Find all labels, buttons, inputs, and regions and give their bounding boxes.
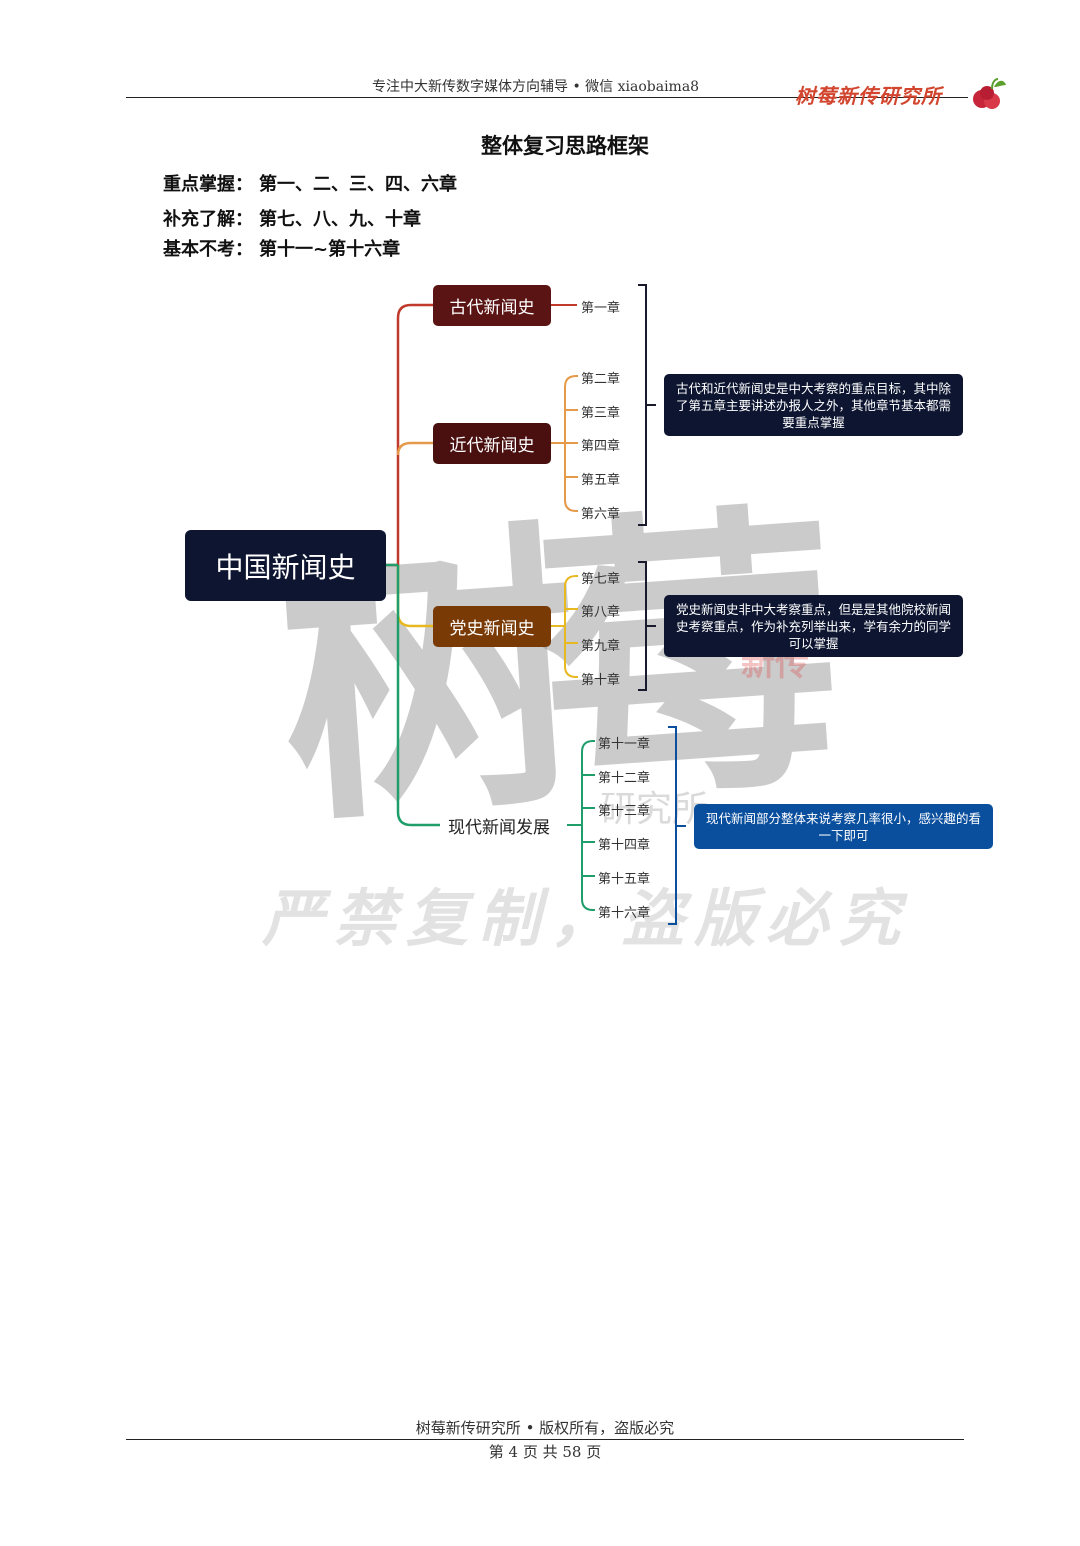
connector-contemporary [396, 565, 440, 827]
plan-value: 第一、二、三、四、六章 [259, 174, 457, 195]
chapter-leaf: 第十章 [581, 673, 621, 688]
chapter-leaf: 第二章 [581, 372, 621, 387]
chapter-leaf: 第九章 [581, 639, 621, 654]
leaf-connector [564, 375, 578, 512]
watermark-subtitle: 研究所 [600, 789, 709, 830]
chapter-leaf: 第十一章 [598, 737, 651, 752]
chapter-leaf: 第十二章 [598, 771, 651, 786]
page-footer: 树莓新传研究所 • 版权所有，盗版必究 [415, 1419, 675, 1437]
note-party-history: 党史新闻史非中大考察重点，但是是其他院校新闻史考察重点，作为补充列举出来，学有余… [664, 595, 963, 657]
page-header: 专注中大新传数字媒体方向辅导 • 微信 xiaobaima8 [372, 79, 700, 95]
chapter-leaf: 第五章 [581, 473, 621, 488]
chapter-leaf: 第十五章 [598, 872, 651, 887]
plan-key: 补充了解： [163, 209, 253, 230]
plan-value: 第十一~第十六章 [259, 239, 401, 260]
chapter-leaf: 第一章 [581, 301, 621, 316]
plan-key: 基本不考： [163, 239, 253, 260]
chapter-leaf: 第六章 [581, 507, 621, 522]
branch-party-history: 党史新闻史 [433, 606, 551, 647]
plan-value: 第七、八、九、十章 [259, 209, 421, 230]
plan-line-key: 重点掌握： 第一、二、三、四、六章 [163, 170, 457, 196]
bracket-contemporary [668, 726, 686, 925]
chapter-leaf: 第八章 [581, 605, 621, 620]
chapter-leaf: 第十六章 [598, 906, 651, 921]
branch-ancient-history: 古代新闻史 [433, 285, 551, 326]
leaf-connector [581, 740, 595, 911]
plan-line-supplement: 补充了解： 第七、八、九、十章 [163, 205, 421, 231]
chapter-leaf: 第十三章 [598, 804, 651, 819]
chapter-leaf: 第七章 [581, 572, 621, 587]
raspberry-icon [973, 78, 1006, 109]
footer-divider [126, 1439, 964, 1440]
brand-logo-text: 树莓新传研究所 [795, 84, 942, 108]
plan-line-skip: 基本不考： 第十一~第十六章 [163, 235, 400, 261]
note-ancient-modern: 古代和近代新闻史是中大考察的重点目标，其中除了第五章主要讲述办报人之外，其他章节… [664, 374, 963, 436]
connector-ancient [386, 303, 433, 567]
plan-key: 重点掌握： [163, 174, 253, 195]
branch-contemporary-development: 现代新闻发展 [448, 818, 550, 838]
connector-modern-early [396, 441, 433, 456]
branch-early-modern-history: 近代新闻史 [433, 423, 551, 464]
chapter-leaf: 第三章 [581, 406, 621, 421]
mindmap-root: 中国新闻史 [185, 530, 386, 601]
document-title: 整体复习思路框架 [481, 134, 649, 158]
connector-party [396, 565, 433, 628]
bracket-ancient-modern [638, 284, 656, 526]
page-number: 第 4 页 共 58 页 [488, 1443, 602, 1461]
leaf-connector [564, 575, 578, 678]
bracket-party [638, 561, 656, 691]
header-divider [126, 97, 968, 98]
note-contemporary: 现代新闻部分整体来说考察几率很小，感兴趣的看一下即可 [694, 804, 993, 849]
chapter-leaf: 第四章 [581, 439, 621, 454]
chapter-leaf: 第十四章 [598, 838, 651, 853]
